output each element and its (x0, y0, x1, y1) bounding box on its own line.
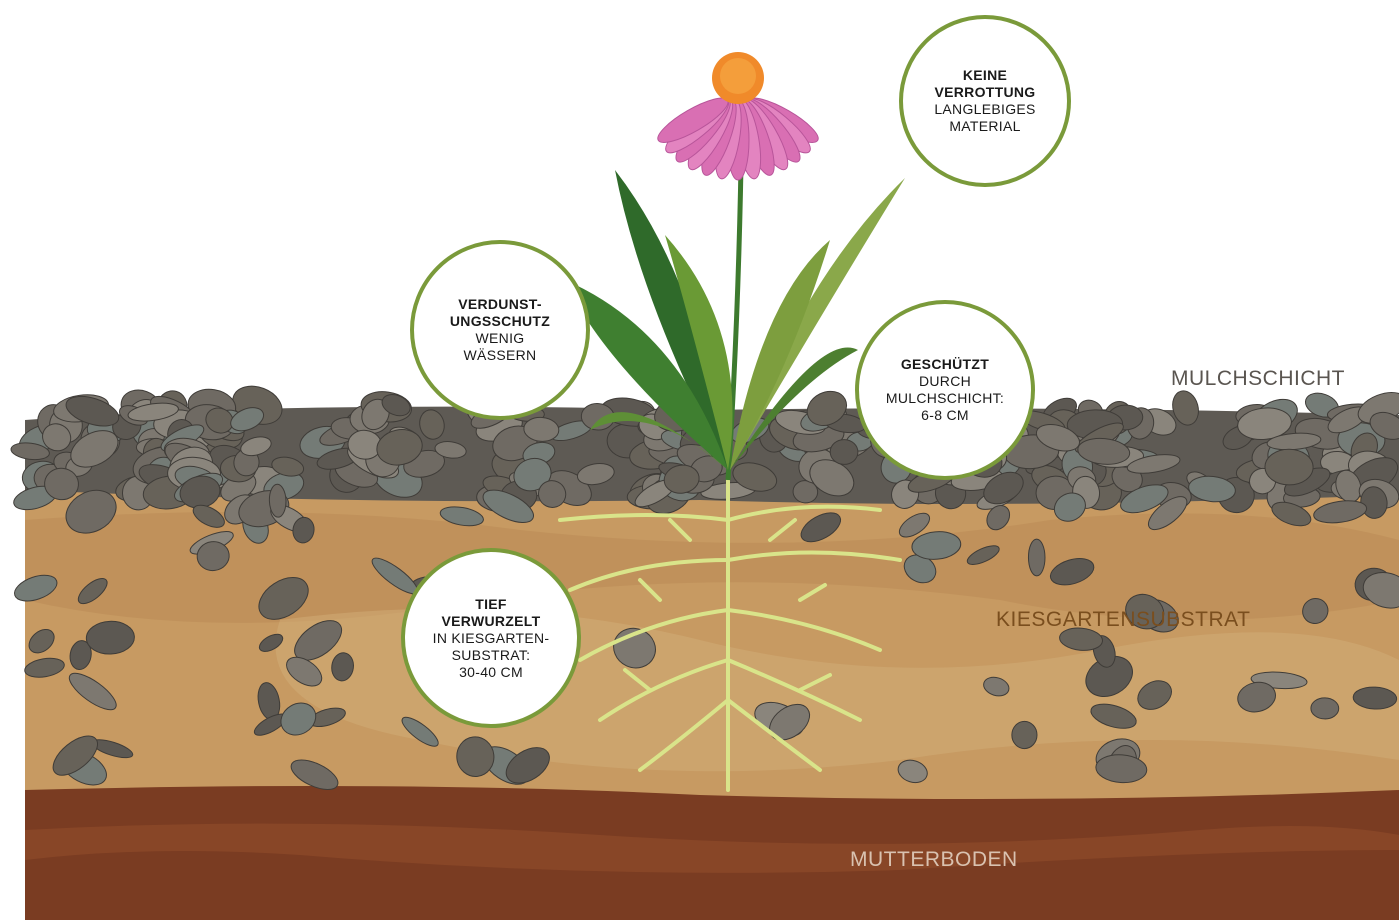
callout-protected-text: DURCH MULCHSCHICHT: 6-8 CM (886, 373, 1004, 424)
callout-evaporation-protection: VERDUNST- UNGSSCHUTZ WENIG WÄSSERN (410, 240, 590, 420)
callout-deep-rooted-title: TIEF VERWURZELT (442, 596, 541, 630)
substrate-stone (1028, 539, 1045, 576)
callout-evaporation-text: WENIG WÄSSERN (464, 330, 537, 364)
label-topsoil-layer: MUTTERBODEN (850, 848, 1018, 872)
callout-protected-title: GESCHÜTZT (901, 356, 989, 373)
callout-no-rotting: KEINE VERROTTUNG LANGLEBIGES MATERIAL (899, 15, 1071, 187)
callout-deep-rooted-text: IN KIESGARTEN- SUBSTRAT: 30-40 CM (433, 630, 550, 681)
callout-deep-rooted: TIEF VERWURZELT IN KIESGARTEN- SUBSTRAT:… (401, 548, 581, 728)
mulch-stone (1265, 449, 1313, 485)
label-substrate-layer: KIESGARTENSUBSTRAT (996, 608, 1250, 632)
callout-protected: GESCHÜTZT DURCH MULCHSCHICHT: 6-8 CM (855, 300, 1035, 480)
callout-no-rotting-text: LANGLEBIGES MATERIAL (934, 101, 1035, 135)
callout-evaporation-title: VERDUNST- UNGSSCHUTZ (450, 296, 550, 330)
substrate-stone (1012, 721, 1037, 748)
substrate-stone (1311, 698, 1339, 720)
label-mulch-layer: MULCHSCHICHT (1171, 367, 1345, 391)
mulch-stone (830, 439, 858, 464)
callout-no-rotting-title: KEINE VERROTTUNG (935, 67, 1036, 101)
echinacea-flower (653, 91, 823, 181)
